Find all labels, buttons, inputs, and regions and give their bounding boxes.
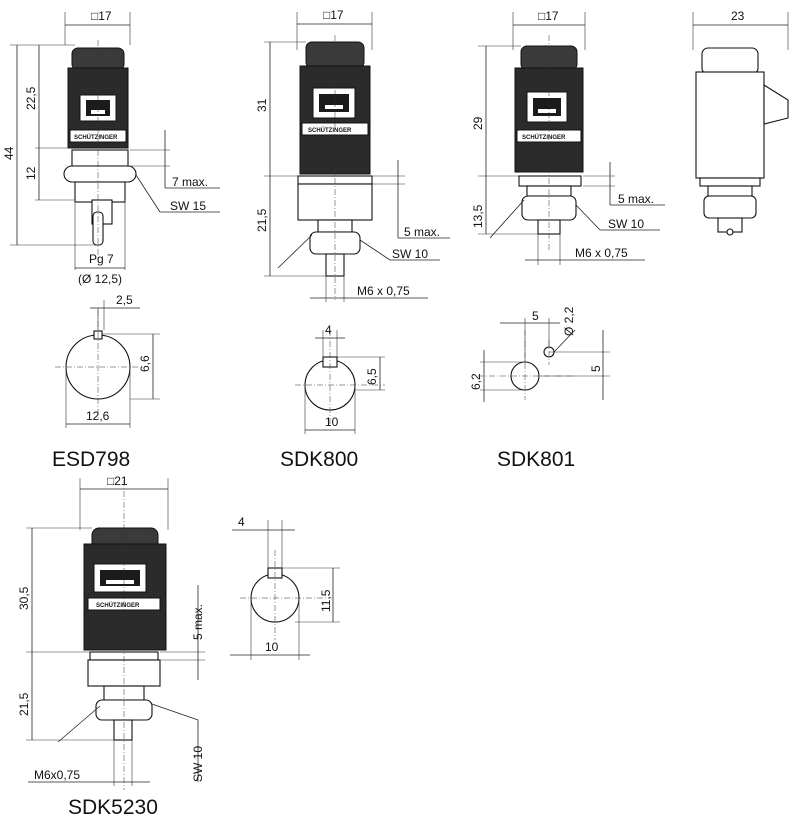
sdk801-lower-height: 13,5 [471,204,485,228]
sdk5230-side-view: □21 SCHÜTZINGER 30,5 21,5 5 max. SW 10 M [17,474,205,790]
sdk5230-cutout-key: 4 [238,515,245,529]
esd798-cutout-view: 2,5 6,6 12,6 [55,293,160,428]
sdk800-cutout-height: 6,5 [365,368,379,385]
esd798-thread: Pg 7 [89,252,114,266]
sdk5230-brand: SCHÜTZINGER [96,602,140,609]
sdk5230-cutout-view: 4 11,5 10 [230,515,340,660]
esd798-lower-height: 12 [24,166,38,180]
sdk801-cutout-view: 5 Ø 2,2 5 6,2 [469,306,610,402]
sdk801-cutout-pin-dia: Ø 2,2 [562,306,576,336]
sdk800-width-label: □17 [323,8,344,22]
sdk5230-panel: 5 max. [191,604,205,640]
esd798-brand: SCHÜTZINGER [74,134,118,141]
sdk800-cutout-key: 4 [325,323,332,337]
esd798-cutout-key: 2,5 [116,293,133,307]
sdk801-side-width-label: 23 [731,9,745,23]
sdk801-rear-view: 23 [692,9,789,236]
sdk801-cutout-offset: 5 [532,309,539,323]
sdk5230-thread: M6x0,75 [34,768,80,782]
sdk801-brand: SCHÜTZINGER [522,134,566,141]
sdk5230-width-label: □21 [107,474,128,488]
sdk801-cutout-height: 6,2 [469,373,483,390]
sdk800-lower-height: 21,5 [255,208,269,232]
sdk801-thread: M6 x 0,75 [575,246,628,260]
sdk801-wrench: SW 10 [608,217,644,231]
sdk801-title: SDK801 [497,448,575,471]
sdk801-cutout-pin-offset: 5 [589,365,603,372]
esd798-cutout-width: 12,6 [86,409,110,423]
sdk5230-wrench: SW 10 [191,746,205,782]
esd798-upper-height: 22,5 [24,86,38,110]
esd798-total-height: 44 [2,146,16,160]
esd798-panel: 7 max. [172,175,208,189]
sdk5230-cutout-width: 10 [265,640,279,654]
esd798-side-view: □17 SCHÜTZINGER 44 22,5 12 7 max. [2,9,220,286]
sdk801-side-view: □17 SCHÜTZINGER 29 13,5 5 max. SW 10 M6 [471,9,665,265]
sdk800-brand: SCHÜTZINGER [308,127,352,134]
sdk801-width-label: □17 [538,9,559,23]
sdk5230-title: SDK5230 [68,796,158,819]
esd798-thread-dia: (Ø 12,5) [78,272,122,286]
sdk800-wrench: SW 10 [392,247,428,261]
sdk801-panel: 5 max. [618,192,654,206]
esd798-title: ESD798 [52,448,130,471]
sdk5230-cutout-height: 11,5 [319,589,333,612]
esd798-width-label: □17 [91,9,112,23]
esd798-cutout-height: 6,6 [138,355,152,372]
sdk5230-upper-height: 30,5 [17,586,31,610]
sdk800-title: SDK800 [280,448,358,471]
sdk800-thread: M6 x 0,75 [357,284,410,298]
sdk800-cutout-width: 10 [325,415,339,429]
esd798-wrench: SW 15 [170,199,206,213]
sdk800-upper-height: 31 [255,98,269,112]
sdk801-upper-height: 29 [471,116,485,130]
sdk800-cutout-view: 4 6,5 10 [295,323,385,434]
sdk800-panel: 5 max. [404,225,440,239]
sdk800-side-view: □17 SCHÜTZINGER 31 21,5 5 max. SW 10 [255,8,450,302]
sdk5230-lower-height: 21,5 [17,692,31,716]
